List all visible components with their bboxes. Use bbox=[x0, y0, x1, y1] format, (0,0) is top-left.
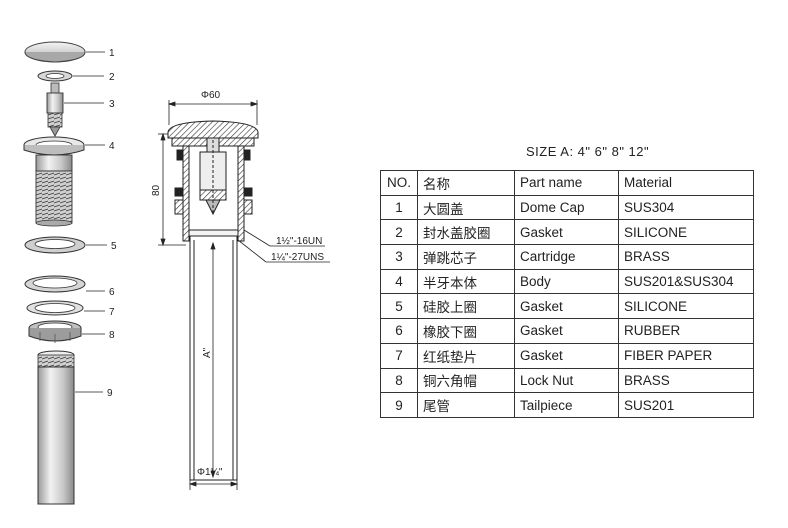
cell-cn-name: 橡胶下圈 bbox=[417, 318, 515, 344]
cell-part-name: Cartridge bbox=[514, 244, 619, 270]
cell-cn-name: 弹跳芯子 bbox=[417, 244, 515, 270]
header-cn-name: 名称 bbox=[417, 170, 515, 196]
cell-material: BRASS bbox=[618, 367, 754, 394]
bottom-diameter-label: Φ1¼" bbox=[197, 466, 223, 478]
part-lock-nut bbox=[28, 320, 82, 343]
table-row: 3 弹跳芯子 Cartridge BRASS bbox=[380, 244, 754, 270]
cell-no: 6 bbox=[380, 318, 418, 344]
cell-part-name: Body bbox=[514, 268, 619, 295]
table-row: 5 硅胶上圈 Gasket SILICONE bbox=[380, 293, 754, 320]
part-cartridge bbox=[46, 82, 64, 137]
cell-cn-name: 半牙本体 bbox=[417, 268, 515, 295]
dimension-top-diameter bbox=[167, 100, 259, 125]
thread-2-label: 1¼"-27UNS bbox=[271, 251, 324, 263]
thread-leaders bbox=[237, 229, 330, 263]
part-cap-gasket bbox=[37, 70, 73, 82]
callout-1: 1 bbox=[109, 48, 115, 59]
table-row: 4 半牙本体 Body SUS201&SUS304 bbox=[380, 268, 754, 295]
section-gaskets bbox=[174, 149, 253, 215]
cell-material: SUS201 bbox=[618, 392, 754, 418]
part-lower-gasket bbox=[24, 275, 86, 293]
cell-part-name: Tailpiece bbox=[514, 392, 619, 418]
cell-material: SILICONE bbox=[618, 293, 754, 320]
thread-1-label: 1½"-16UN bbox=[276, 236, 322, 247]
callout-9: 9 bbox=[107, 388, 113, 399]
table-row: 7 红纸垫片 Gasket FIBER PAPER bbox=[380, 342, 754, 369]
table-row: 8 铜六角帽 Lock Nut BRASS bbox=[380, 367, 754, 394]
cell-part-name: Gasket bbox=[514, 318, 619, 344]
section-dome-cap bbox=[167, 120, 259, 139]
cell-part-name: Gasket bbox=[514, 219, 619, 246]
callout-5: 5 bbox=[111, 241, 117, 252]
cell-no: 5 bbox=[380, 293, 418, 320]
dimension-bottom-diameter bbox=[188, 480, 239, 490]
cell-no: 2 bbox=[380, 219, 418, 246]
cell-material: SILICONE bbox=[618, 219, 754, 246]
cell-cn-name: 硅胶上圈 bbox=[417, 293, 515, 320]
callout-4: 4 bbox=[109, 141, 115, 152]
table-row: 1 大圆盖 Dome Cap SUS304 bbox=[380, 194, 754, 221]
cell-cn-name: 封水盖胶圈 bbox=[417, 219, 515, 246]
cell-no: 1 bbox=[380, 194, 418, 221]
cell-no: 7 bbox=[380, 342, 418, 369]
callout-8: 8 bbox=[109, 330, 115, 341]
cell-material: SUS201&SUS304 bbox=[618, 268, 754, 295]
cell-material: RUBBER bbox=[618, 318, 754, 344]
parts-table: NO. 名称 Part name Material 1 大圆盖 Dome Cap… bbox=[380, 170, 754, 418]
part-body bbox=[23, 136, 85, 227]
cell-part-name: Dome Cap bbox=[514, 194, 619, 221]
section-tailpiece bbox=[189, 235, 238, 481]
size-line: SIZE A: 4" 6" 8" 12" bbox=[526, 144, 650, 159]
part-fiber-gasket bbox=[26, 300, 84, 316]
cell-material: BRASS bbox=[618, 244, 754, 270]
table-header-row: NO. 名称 Part name Material bbox=[380, 170, 754, 196]
header-part-name: Part name bbox=[514, 170, 619, 196]
cell-cn-name: 红纸垫片 bbox=[417, 342, 515, 369]
cell-cn-name: 铜六角帽 bbox=[417, 367, 515, 394]
part-upper-gasket bbox=[24, 236, 86, 254]
header-material: Material bbox=[618, 170, 754, 196]
height-label: 80 bbox=[151, 184, 162, 196]
top-diameter-label: Φ60 bbox=[201, 90, 221, 101]
dimension-length bbox=[210, 241, 216, 479]
cell-no: 8 bbox=[380, 367, 418, 394]
cell-material: FIBER PAPER bbox=[618, 342, 754, 369]
part-dome-cap bbox=[24, 41, 86, 63]
cell-part-name: Gasket bbox=[514, 342, 619, 369]
cell-no: 3 bbox=[380, 244, 418, 270]
table-row: 9 尾管 Tailpiece SUS201 bbox=[380, 392, 754, 418]
callout-6: 6 bbox=[109, 287, 115, 298]
cell-cn-name: 大圆盖 bbox=[417, 194, 515, 221]
section-body-wall-left bbox=[182, 145, 190, 242]
length-label: A" bbox=[202, 347, 213, 358]
cell-no: 4 bbox=[380, 268, 418, 295]
section-body-wall-right bbox=[237, 145, 245, 242]
part-tailpiece bbox=[37, 350, 75, 505]
cell-cn-name: 尾管 bbox=[417, 392, 515, 418]
callout-3: 3 bbox=[109, 99, 115, 110]
table-row: 2 封水盖胶圈 Gasket SILICONE bbox=[380, 219, 754, 246]
callout-2: 2 bbox=[109, 72, 115, 83]
header-no: NO. bbox=[380, 170, 418, 196]
cell-material: SUS304 bbox=[618, 194, 754, 221]
section-cartridge bbox=[199, 137, 227, 216]
cell-part-name: Lock Nut bbox=[514, 367, 619, 394]
cell-no: 9 bbox=[380, 392, 418, 418]
cell-part-name: Gasket bbox=[514, 293, 619, 320]
table-row: 6 橡胶下圈 Gasket RUBBER bbox=[380, 318, 754, 344]
callout-7: 7 bbox=[109, 307, 115, 318]
